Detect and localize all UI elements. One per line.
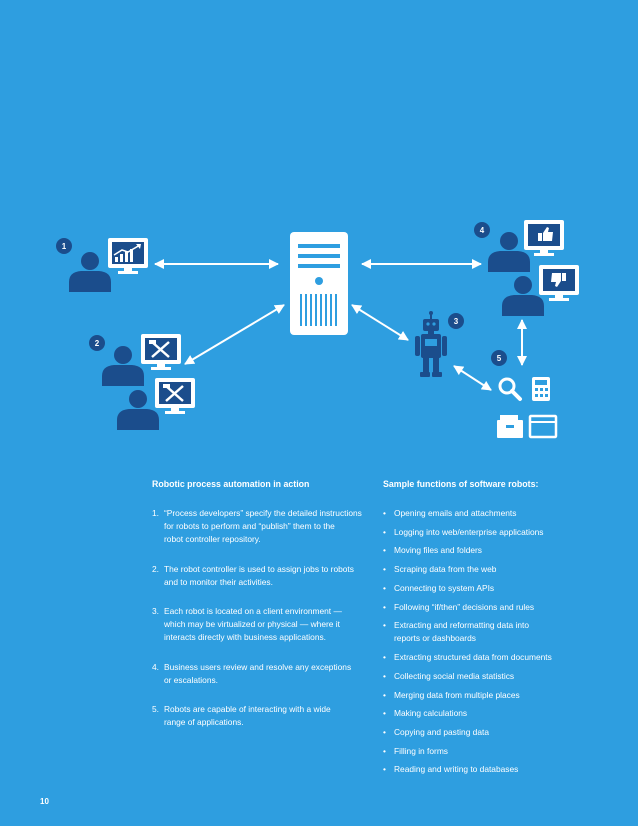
function-text: Extracting and reformatting data into re… [394,620,530,644]
function-item: • Extracting structured data from documen… [383,651,583,664]
svg-text:3: 3 [454,317,459,326]
function-item: • Merging data from multiple places [383,689,583,702]
step-number: 2. [152,563,159,574]
function-text: Making calculations [394,708,468,719]
bullet: • [383,726,386,737]
person-icon [117,390,159,430]
function-item: • Scraping data from the web [383,563,583,576]
bullet: • [383,564,386,575]
rpa-in-action-column: Robotic process automation in action 1. “… [152,478,362,745]
function-text: Scraping data from the web [394,564,497,575]
function-item: • Collecting social media statistics [383,670,583,683]
person-icon [502,276,544,316]
function-text: Filling in forms [394,745,448,756]
step-text: The robot controller is used to assign j… [164,563,354,587]
rpa-diagram: 1 2 3 4 5 [56,220,579,439]
step-number: 4. [152,661,159,672]
svg-text:4: 4 [480,226,485,235]
function-text: Reading and writing to databases [394,764,519,775]
function-text: Logging into web/enterprise applications [394,526,544,537]
bullet: • [383,708,386,719]
function-text: Merging data from multiple places [394,689,520,700]
bullet: • [383,670,386,681]
function-item: • Opening emails and attachments [383,507,583,520]
function-text: Copying and pasting data [394,726,489,737]
function-text: Moving files and folders [394,545,482,556]
marker-2: 2 [89,335,105,351]
bullet: • [383,764,386,775]
bullet: • [383,652,386,663]
bullet: • [383,582,386,593]
marker-1: 1 [56,238,72,254]
bullet: • [383,620,386,631]
bullet: • [383,745,386,756]
monitor-tools-icon [155,378,195,414]
function-item: • Moving files and folders [383,544,583,557]
function-text: Extracting structured data from document… [394,652,552,663]
function-text: Collecting social media statistics [394,670,515,681]
browser-window-icon [528,414,558,439]
page-number: 10 [40,797,49,806]
marker-3: 3 [448,313,464,329]
it-users [102,334,195,430]
step-number: 3. [152,606,159,617]
robot-functions-heading: Sample functions of software robots: [383,479,539,489]
marker-5: 5 [491,350,507,366]
function-item: • Copying and pasting data [383,726,583,739]
function-item: • Logging into web/enterprise application… [383,526,583,539]
bullet: • [383,526,386,537]
monitor-thumbs-down-icon [539,265,579,301]
step-text: Business users review and resolve any ex… [164,661,352,685]
step-item: 2. The robot controller is used to assign… [152,563,362,589]
file-box-icon [497,415,523,438]
applications [497,377,558,439]
marker-4: 4 [474,222,490,238]
svg-text:1: 1 [62,242,67,251]
magnifier-icon [498,377,522,401]
robot-functions-column: Sample functions of software robots: • Op… [383,478,583,782]
business-users [488,220,579,316]
step-item: 1. “Process developers” specify the detai… [152,507,362,547]
step-number: 1. [152,508,159,518]
step-item: 3. Each robot is located on a client envi… [152,605,362,645]
bullet: • [383,601,386,612]
calculator-icon [532,377,550,401]
function-item: • Extracting and reformatting data into r… [383,619,583,645]
function-item: • Following “if/then” decisions and rules [383,601,583,614]
connection-arrows [154,259,527,391]
bullet: • [383,689,386,700]
step-item: 5. Robots are capable of interacting with… [152,703,362,729]
person-icon [69,252,111,292]
bullet: • [383,508,386,518]
function-item: • Connecting to system APIs [383,582,583,595]
arrow-2-server [184,304,285,365]
process-developer [69,238,148,292]
monitor-chart-icon [108,238,148,274]
function-text: Connecting to system APIs [394,582,495,593]
step-text: Robots are capable of interacting with a… [164,704,331,728]
step-number: 5. [152,704,159,715]
function-text: Following “if/then” decisions and rules [394,601,535,612]
robot-icon [415,311,447,377]
bullet: • [383,545,386,556]
server-icon [290,232,348,335]
arrow-server-robot [351,304,409,341]
step-text: “Process developers” specify the detaile… [164,508,362,545]
function-item: • Filling in forms [383,745,583,758]
function-item: • Reading and writing to databases [383,763,583,776]
person-icon [488,232,530,272]
step-item: 4. Business users review and resolve any … [152,661,362,687]
step-text: Each robot is located on a client enviro… [164,606,342,643]
rpa-in-action-heading: Robotic process automation in action [152,479,310,489]
arrow-robot-apps [453,365,492,391]
monitor-thumbs-up-icon [524,220,564,256]
function-text: Opening emails and attachments [394,508,517,518]
monitor-tools-icon [141,334,181,370]
function-item: • Making calculations [383,707,583,720]
svg-text:5: 5 [497,354,502,363]
svg-text:2: 2 [95,339,100,348]
person-icon [102,346,144,386]
